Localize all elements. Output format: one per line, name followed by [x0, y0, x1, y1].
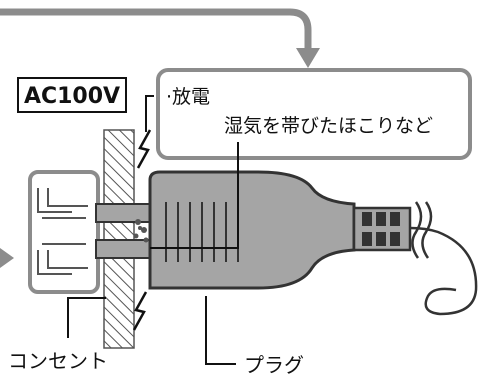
- voltage-label: AC100V: [24, 84, 120, 109]
- callout-dust-text: 湿気を帯びたほこりなど: [224, 115, 433, 137]
- dust-leader-line: [150, 142, 239, 249]
- voltage-label-box: [17, 77, 127, 113]
- outlet-leader-line: [67, 297, 106, 338]
- power-cord: [409, 201, 478, 316]
- outlet-label: コンセント: [8, 349, 108, 373]
- plug-grip-lines: [165, 202, 239, 262]
- dust-particles: [133, 219, 149, 243]
- cord-neck: [352, 206, 412, 252]
- flow-arrow: [0, 8, 320, 68]
- spark-icon-lower: [132, 291, 148, 331]
- voltage-leader-line: [145, 95, 154, 132]
- plug-body: [148, 170, 356, 290]
- callout-box: [156, 68, 472, 160]
- left-arrow-icon: [0, 248, 14, 268]
- plug-label: プラグ: [244, 353, 304, 377]
- plug-leader-line: [205, 296, 236, 365]
- outlet: [28, 170, 100, 294]
- spark-icon-upper: [136, 129, 152, 169]
- plug-prongs: [95, 203, 153, 259]
- callout-discharge-text: ·放電: [166, 86, 210, 108]
